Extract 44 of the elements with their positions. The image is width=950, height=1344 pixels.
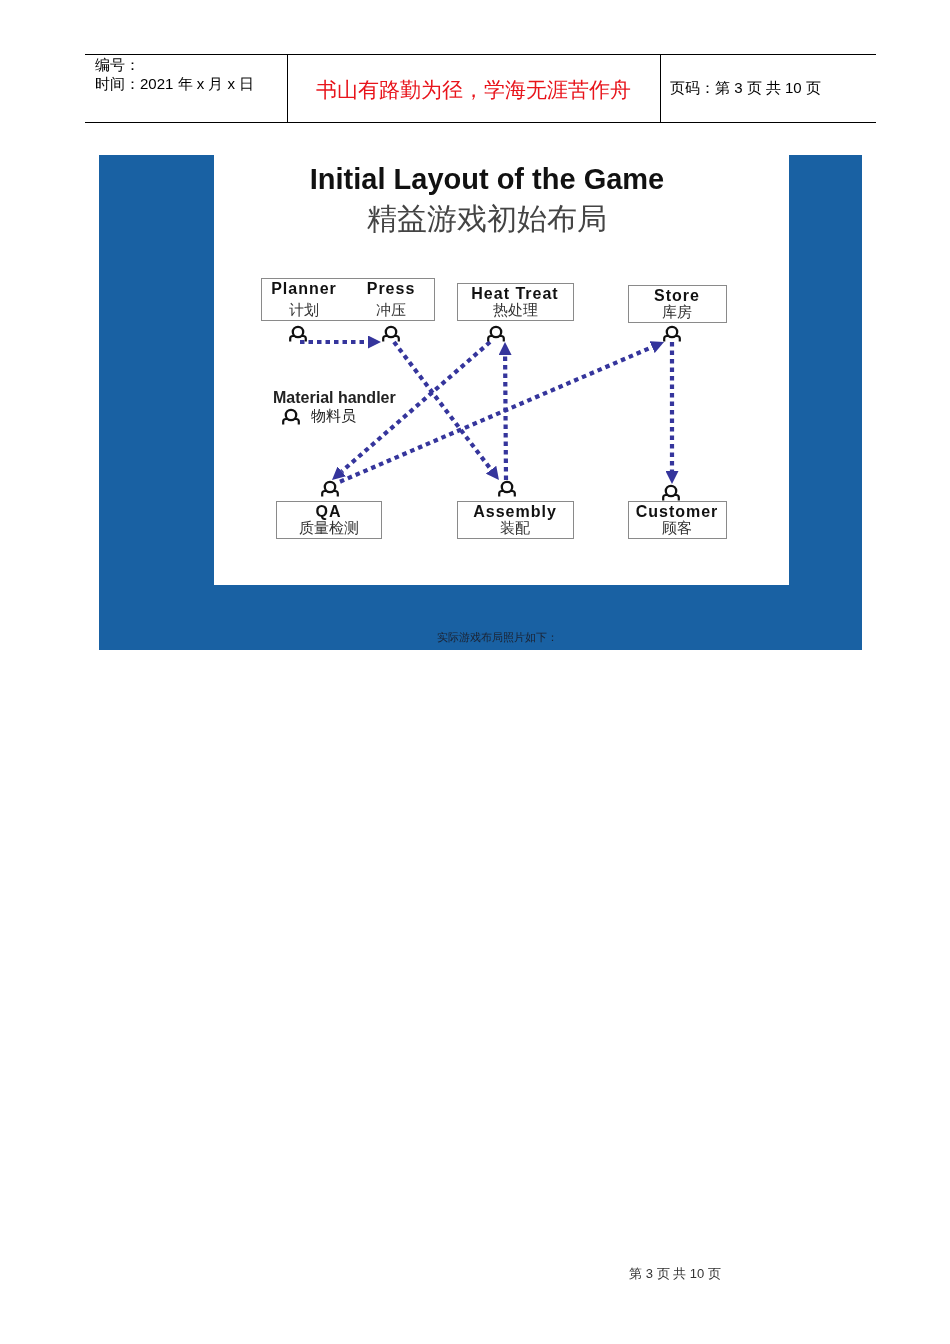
- station-translation: 计划: [289, 302, 319, 319]
- person-icon: [662, 325, 682, 342]
- station-box: [457, 501, 574, 539]
- person-icon: [281, 408, 301, 425]
- station-box: [276, 501, 382, 539]
- flow-arrow: [392, 340, 499, 481]
- slide-title: Initial Layout of the Game: [309, 164, 665, 196]
- station-box: [457, 283, 574, 321]
- station-translation: 热处理: [492, 302, 538, 319]
- flow-arrow: [339, 341, 665, 484]
- station-translation: 质量检测: [298, 520, 359, 537]
- station-translation: 库房: [662, 304, 692, 321]
- flow-arrow: [498, 342, 512, 480]
- header-text: 编号：: [95, 57, 140, 74]
- station-name: Store: [654, 287, 700, 304]
- person-icon: [320, 480, 340, 497]
- photo-note: 实际游戏布局照片如下：: [436, 631, 558, 644]
- station-box: [261, 278, 435, 321]
- motto-text: 书山有路勤为径，学海无涯苦作舟: [315, 78, 631, 102]
- station-name: Assembly: [473, 503, 557, 520]
- station-name: QA: [315, 503, 342, 521]
- station-name: Press: [366, 280, 416, 298]
- page-number: 页码：第 3 页 共 10 页: [670, 80, 821, 97]
- station-name: Customer: [635, 503, 719, 520]
- role-translation: 物料员: [311, 408, 356, 425]
- flow-arrow: [332, 340, 492, 480]
- station-name: Planner: [271, 280, 337, 298]
- flow-arrow: [300, 335, 381, 349]
- station-name: Heat Treat: [471, 285, 559, 302]
- station-translation: 冲压: [376, 302, 406, 319]
- person-icon: [497, 480, 517, 497]
- person-icon: [381, 325, 401, 342]
- station-translation: 顾客: [662, 520, 692, 537]
- page-footer: 第 3 页 共 10 页: [629, 1267, 721, 1282]
- slide-subtitle: 精益游戏初始布局: [367, 202, 607, 235]
- person-icon: [661, 484, 681, 501]
- person-icon: [486, 325, 506, 342]
- station-box: [628, 285, 727, 323]
- station-box: [628, 501, 727, 539]
- role-name: Material handler: [273, 389, 396, 407]
- station-translation: 装配: [500, 520, 530, 537]
- flow-arrow: [665, 342, 679, 484]
- person-icon: [288, 325, 308, 342]
- header-text: 时间：2021 年 x 月 x 日: [95, 76, 255, 93]
